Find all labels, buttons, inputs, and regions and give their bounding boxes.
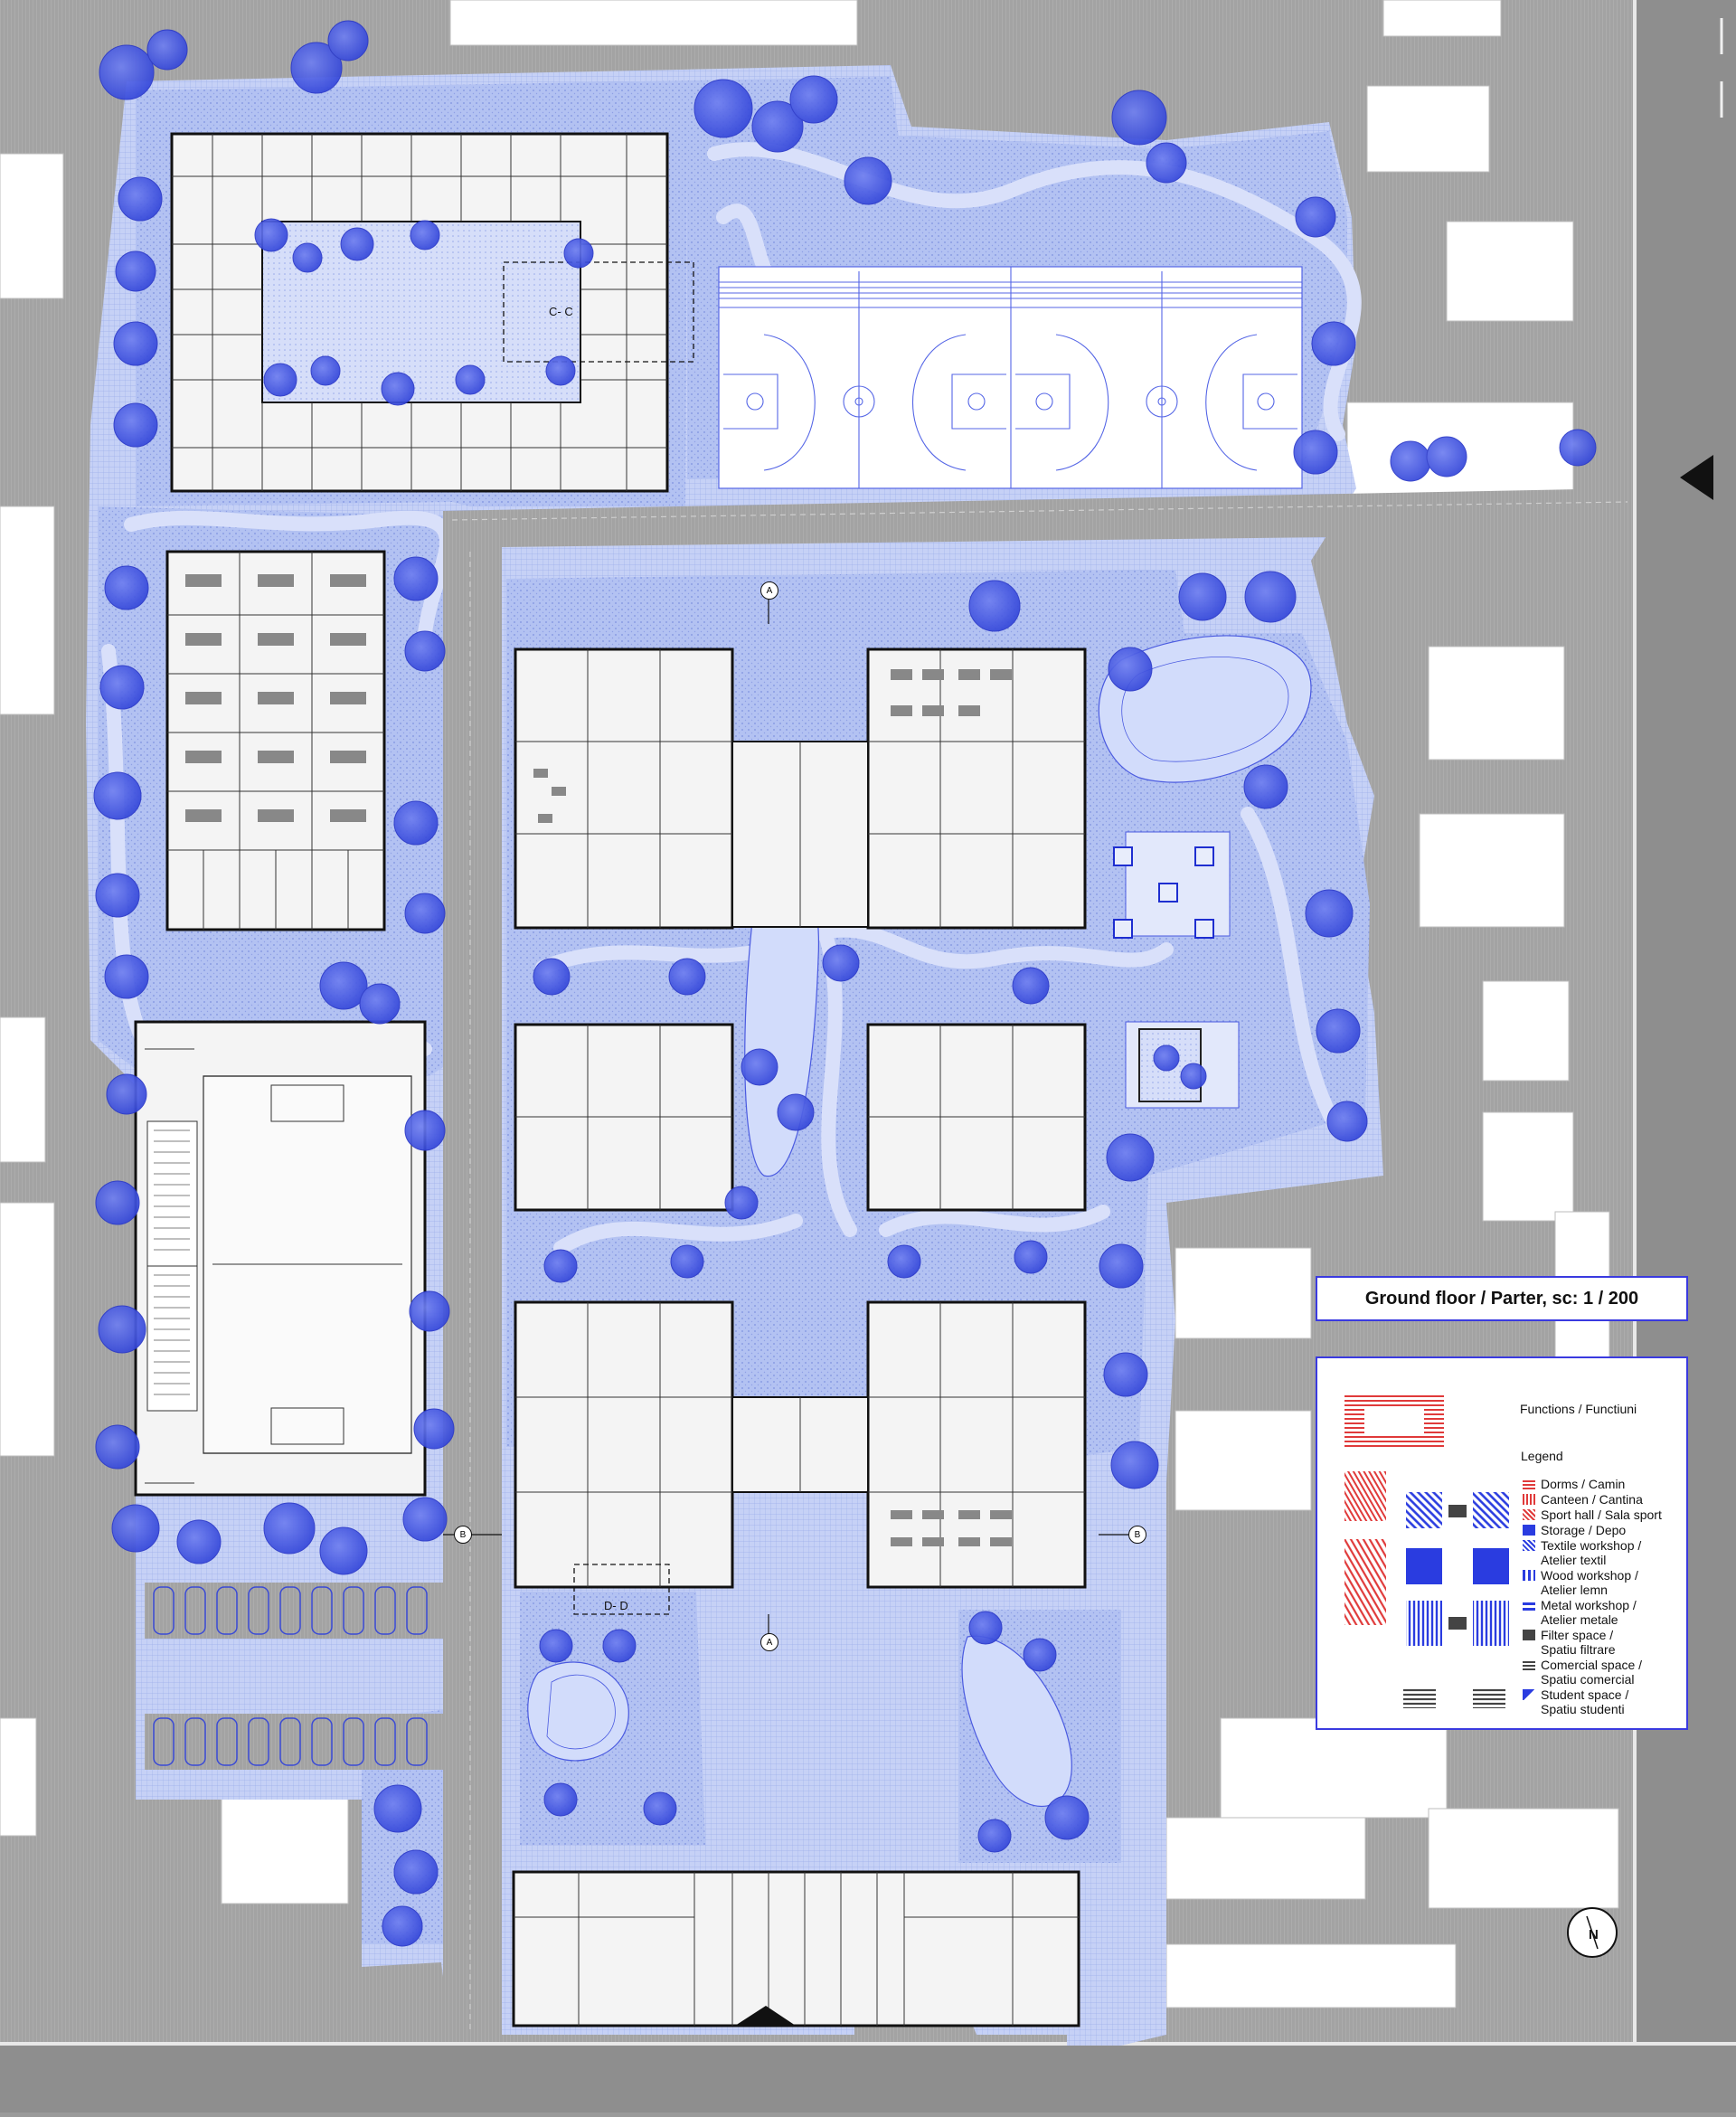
legend-swatch: [1523, 1540, 1535, 1551]
legend-item-label: Sport hall / Sala sport: [1541, 1507, 1662, 1522]
legend-swatch: [1523, 1509, 1535, 1520]
legend-item-label: Dorms / Camin: [1541, 1477, 1626, 1491]
section-marker-label: A: [766, 585, 773, 596]
legend-swatch: [1523, 1659, 1535, 1670]
compass-label: N: [1589, 1927, 1599, 1942]
legend-item: Wood workshop / Atelier lemn: [1523, 1568, 1662, 1597]
section-label-dd: D- D: [604, 1599, 628, 1612]
legend-item-label: Textile workshop / Atelier textil: [1541, 1538, 1642, 1567]
legend-swatch: [1523, 1570, 1535, 1581]
section-marker-label: B: [1134, 1529, 1141, 1540]
legend-swatch: [1523, 1600, 1535, 1611]
legend-item: Filter space / Spatiu filtrare: [1523, 1628, 1662, 1657]
legend-functions-label: Functions / Functiuni: [1520, 1402, 1637, 1416]
north-compass: N: [1567, 1907, 1618, 1958]
legend-item-label: Filter space / Spatiu filtrare: [1541, 1628, 1616, 1657]
legend-item-label: Wood workshop / Atelier lemn: [1541, 1568, 1638, 1597]
section-marker-label: B: [459, 1529, 467, 1540]
legend-item-label: Storage / Depo: [1541, 1523, 1627, 1537]
legend-swatch: [1523, 1479, 1535, 1489]
section-marker-b-right: B: [1128, 1526, 1146, 1544]
legend-item: Storage / Depo: [1523, 1523, 1662, 1537]
legend-item: Student space / Spatiu studenti: [1523, 1687, 1662, 1716]
section-marker-label: A: [766, 1637, 773, 1648]
legend-swatch: [1523, 1689, 1535, 1700]
legend-item-label: Student space / Spatiu studenti: [1541, 1687, 1629, 1716]
legend-item: Canteen / Cantina: [1523, 1492, 1662, 1507]
legend-item-label: Metal workshop / Atelier metale: [1541, 1598, 1637, 1627]
drawing-title-box: Ground floor / Parter, sc: 1 / 200: [1316, 1276, 1688, 1321]
section-label-cc: C- C: [549, 305, 573, 318]
legend-item: Dorms / Camin: [1523, 1477, 1662, 1491]
legend-diagram: [1344, 1394, 1509, 1708]
legend-swatch: [1523, 1494, 1535, 1505]
compass-needle-icon: [1586, 1915, 1599, 1950]
legend-swatch: [1523, 1525, 1535, 1536]
legend-swatch: [1523, 1630, 1535, 1640]
legend-panel: Functions / Functiuni Legend Dorms / Cam…: [1316, 1356, 1688, 1730]
section-marker-a-bottom: A: [760, 1633, 778, 1651]
legend-heading: Legend: [1521, 1449, 1563, 1463]
legend-item: Metal workshop / Atelier metale: [1523, 1598, 1662, 1627]
section-marker-a-top: A: [760, 581, 778, 600]
legend-item: Comercial space / Spatiu comercial: [1523, 1658, 1662, 1687]
section-marker-b-left: B: [454, 1526, 472, 1544]
legend-item-label: Comercial space / Spatiu comercial: [1541, 1658, 1643, 1687]
drawing-title: Ground floor / Parter, sc: 1 / 200: [1364, 1288, 1639, 1309]
legend-list: Dorms / Camin Canteen / Cantina Sport ha…: [1523, 1477, 1662, 1717]
legend-item-label: Canteen / Cantina: [1541, 1492, 1643, 1507]
legend-item: Sport hall / Sala sport: [1523, 1507, 1662, 1522]
legend-item: Textile workshop / Atelier textil: [1523, 1538, 1662, 1567]
